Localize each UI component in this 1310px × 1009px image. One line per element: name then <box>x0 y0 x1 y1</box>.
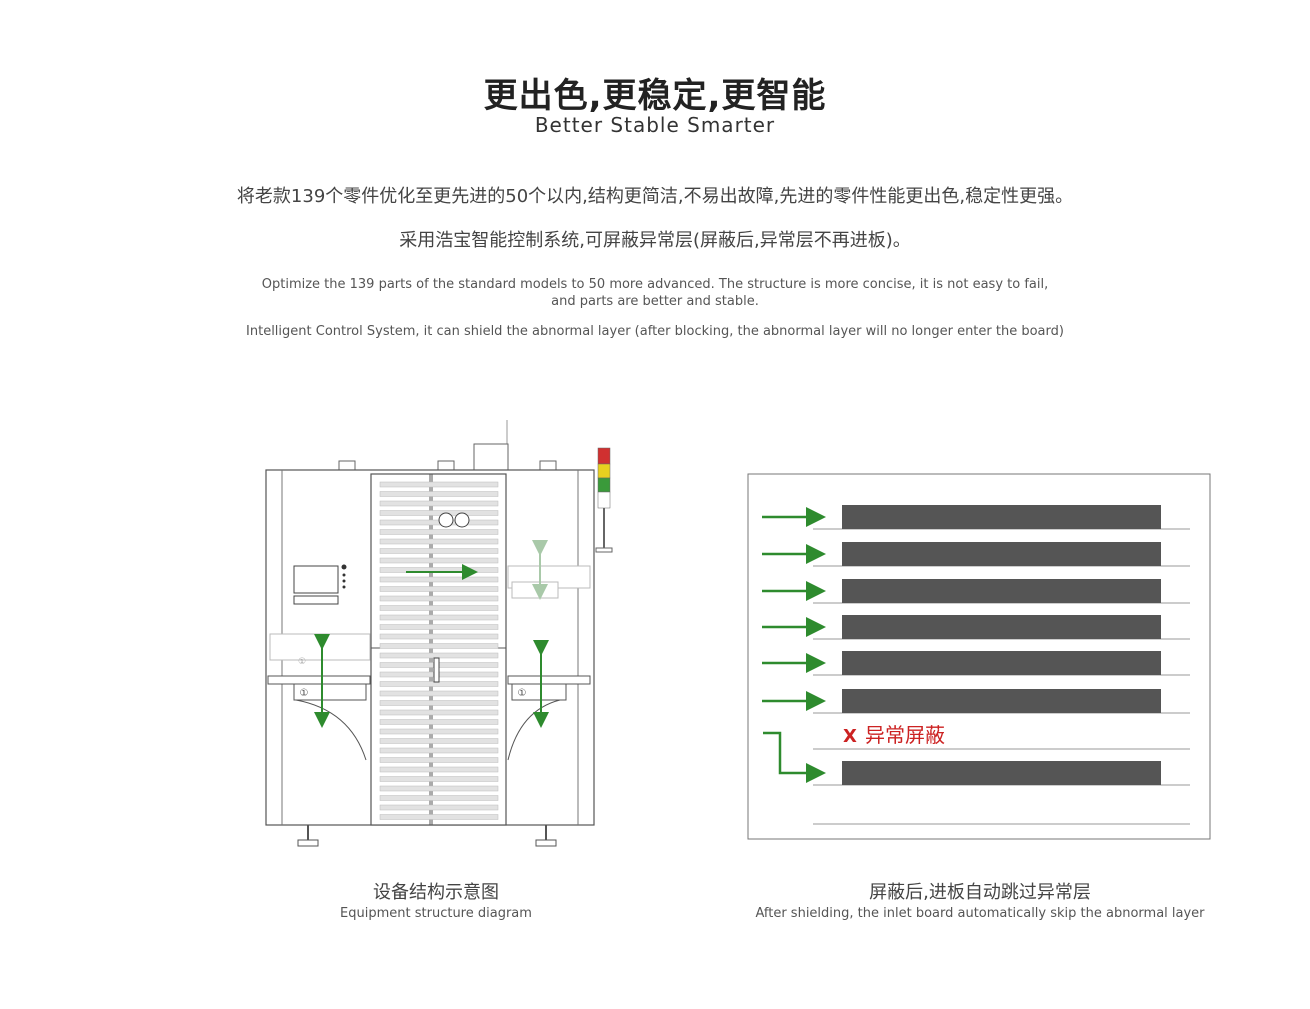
louver-slat <box>379 529 499 535</box>
layer-board <box>842 615 1161 639</box>
gauge-left <box>438 512 454 528</box>
layer-board <box>842 579 1161 603</box>
right-conveyor: ① <box>507 540 591 761</box>
gauge-right <box>454 512 470 528</box>
module-label-left: ① <box>300 688 309 699</box>
louver-slat <box>379 690 499 697</box>
layer-stack <box>762 505 1190 786</box>
louver-slat <box>379 709 499 716</box>
layer-board <box>842 542 1161 566</box>
louver-slat <box>379 719 499 725</box>
left-conveyor: ① ① <box>267 633 371 761</box>
right-caption-en: After shielding, the inlet board automat… <box>755 906 1205 921</box>
control-screen <box>293 565 339 594</box>
louver-slat <box>379 624 499 630</box>
signal-light-green <box>597 477 611 493</box>
signal-tower <box>595 447 613 553</box>
layer-board <box>842 689 1161 713</box>
louver-slat <box>379 510 499 516</box>
left-caption-cn: 设备结构示意图 <box>373 882 499 903</box>
louver-slat <box>379 738 499 744</box>
layer-board <box>842 761 1161 785</box>
central-cabinet <box>370 473 507 826</box>
louver-slat <box>379 500 499 507</box>
intro-en-line-2: Intelligent Control System, it can shiel… <box>246 324 1064 339</box>
bypass-arrow <box>763 731 826 783</box>
intro-en-line-1a: Optimize the 139 parts of the standard m… <box>261 277 1049 292</box>
intro-en-line-1b: and parts are better and stable. <box>551 294 759 309</box>
abnormal-x-mark: X <box>843 726 857 747</box>
left-caption-en: Equipment structure diagram <box>340 906 532 921</box>
louver-slat <box>379 576 499 583</box>
louver-slat <box>379 814 499 820</box>
module-label-right: ① <box>518 688 527 699</box>
louver-slat <box>379 548 499 554</box>
louver-slat <box>379 586 499 592</box>
louver-slat <box>379 757 499 763</box>
signal-light-red <box>597 447 611 465</box>
module-label-left-upper: ① <box>298 657 306 667</box>
louver-slat <box>379 785 499 792</box>
louver-slat <box>379 481 499 488</box>
louver-slat <box>379 728 499 735</box>
intro-en-line-1: Optimize the 139 parts of the standard m… <box>0 276 1310 310</box>
signal-light-yellow <box>597 463 611 479</box>
louver-slat <box>379 700 499 706</box>
louver-slat <box>379 804 499 811</box>
louver-slat <box>379 605 499 611</box>
louver-slat <box>379 766 499 773</box>
louver-slat <box>379 747 499 754</box>
layer-board <box>842 505 1161 529</box>
louver-slat <box>379 614 499 621</box>
louver-slat <box>379 633 499 640</box>
louver-slat <box>379 776 499 782</box>
door-handle <box>433 657 440 683</box>
louver-slat <box>379 538 499 545</box>
right-caption-cn: 屏蔽后,进板自动跳过异常层 <box>869 882 1091 903</box>
layer-board <box>842 651 1161 675</box>
louver-slat <box>379 557 499 564</box>
intro-cn-line-1: 将老款139个零件优化至更先进的50个以内,结构更简洁,不易出故障,先进的零件性… <box>236 186 1074 207</box>
louver-slat <box>379 491 499 497</box>
louver-slat <box>379 643 499 649</box>
abnormal-label: 异常屏蔽 <box>865 723 945 747</box>
louver-slat <box>379 595 499 602</box>
page-title: 更出色,更稳定,更智能 <box>483 76 827 116</box>
machine-feet <box>297 825 557 847</box>
page-subtitle: Better Stable Smarter <box>534 113 776 137</box>
louver-slat <box>379 795 499 801</box>
louver-slat <box>379 652 499 659</box>
intro-cn-line-2: 采用浩宝智能控制系统,可屏蔽异常层(屏蔽后,异常层不再进板)。 <box>399 230 911 251</box>
